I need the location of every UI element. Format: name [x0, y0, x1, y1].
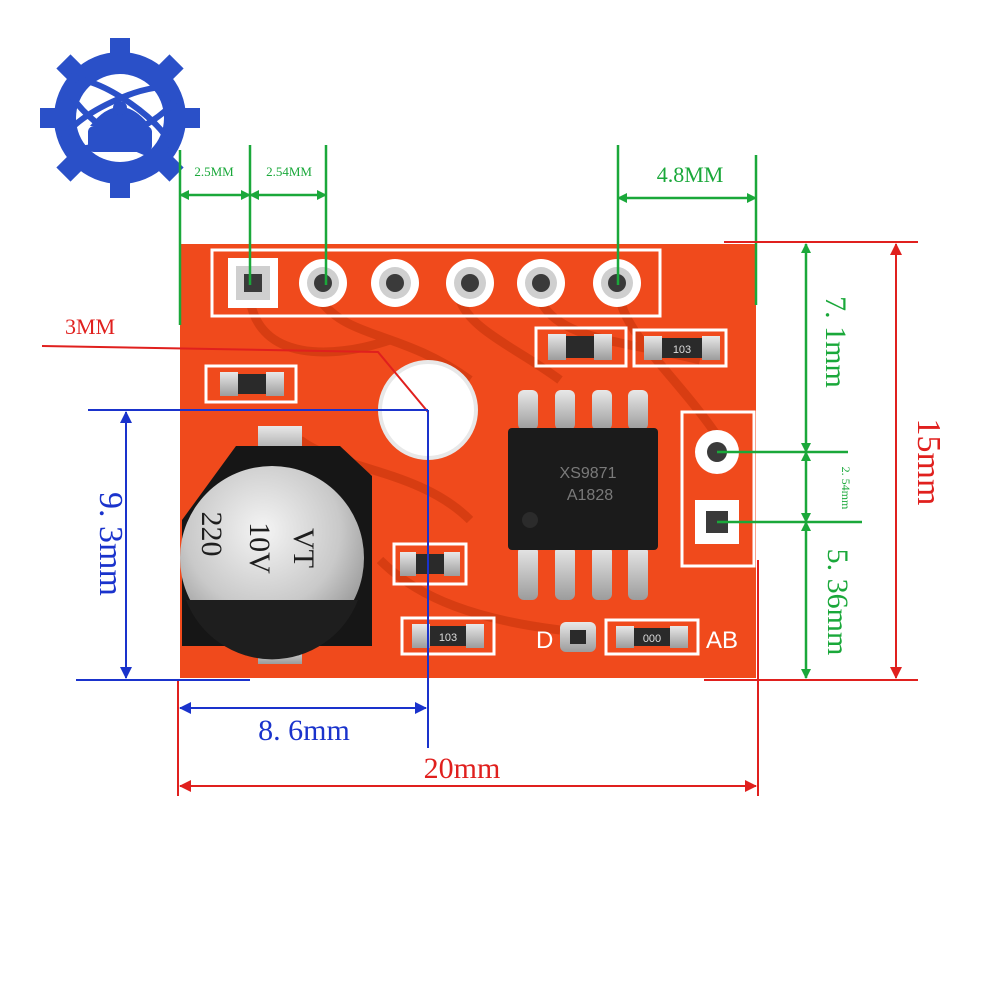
dim-top-to-pin: 7. 1mm [819, 296, 852, 388]
electrolytic-capacitor: 220 10V VT [180, 426, 372, 664]
dim-cap-height: 9. 3mm [92, 492, 129, 596]
dim-hole-size: 3MM [65, 314, 115, 339]
dim-board-width: 20mm [424, 752, 501, 785]
pin-4 [446, 259, 494, 307]
pin-5 [517, 259, 565, 307]
brand-logo [40, 38, 200, 198]
svg-text:VT: VT [287, 528, 320, 568]
smd-resistor-top-right: 103 [632, 328, 728, 368]
dim-pitch-first: 2.5MM [194, 164, 234, 179]
dim-edge-offset: 4.8MM [657, 162, 724, 187]
pcb-board: 103 103 000 D AB [180, 244, 756, 678]
svg-text:A1828: A1828 [567, 487, 613, 504]
header-pins [228, 258, 641, 308]
smd-resistor-bottom-left: 103 [400, 616, 496, 656]
smd-resistor-top-left [204, 364, 298, 404]
smd-resistor-top-middle [534, 326, 628, 368]
svg-text:000: 000 [643, 633, 661, 645]
svg-text:103: 103 [673, 344, 691, 356]
smd-cap-middle [392, 542, 468, 586]
green-dimensions [178, 145, 862, 679]
svg-text:10V: 10V [243, 522, 276, 574]
pin-2 [299, 259, 347, 307]
silk-label-d: D [536, 627, 553, 654]
silk-label-ab: AB [706, 627, 738, 654]
red-dimensions [41, 241, 918, 796]
dim-pin-pitch: 2. 54mm [839, 467, 853, 510]
svg-text:XS9871: XS9871 [560, 465, 617, 482]
svg-text:220: 220 [195, 512, 228, 557]
pin-3 [371, 259, 419, 307]
svg-text:103: 103 [439, 632, 457, 644]
amplifier-chip: XS9871 A1828 [508, 390, 658, 600]
pin-1 [228, 258, 278, 308]
blue-dimensions [76, 409, 429, 748]
dim-pitch-second: 2.54MM [266, 164, 312, 179]
dim-cap-width: 8. 6mm [258, 714, 350, 747]
smd-resistor-bottom-right: 000 [604, 618, 700, 656]
dim-board-height: 15mm [910, 419, 947, 506]
dim-bottom-to-pin: 5. 36mm [821, 549, 854, 656]
solder-jumper-d [560, 622, 596, 652]
